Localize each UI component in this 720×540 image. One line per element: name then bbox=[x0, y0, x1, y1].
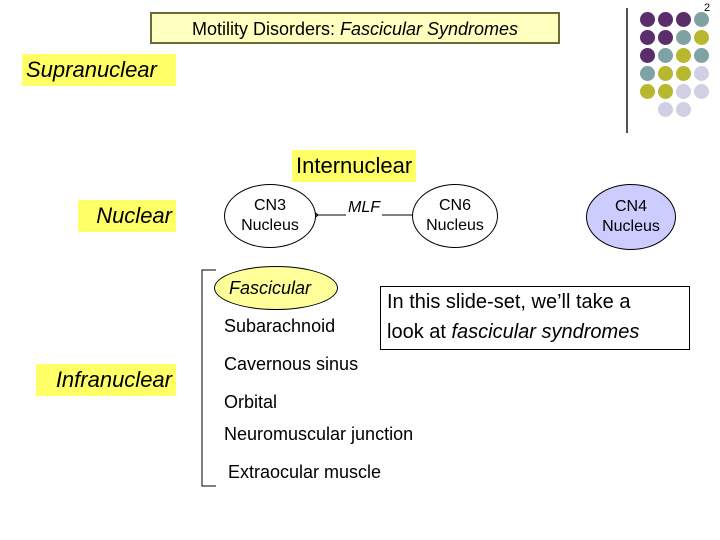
cn3-line1: CN3 bbox=[253, 197, 286, 214]
cn4-line2: Nucleus bbox=[602, 218, 660, 235]
dot-lavender bbox=[658, 102, 673, 117]
slide-title: Motility Disorders: Fascicular Syndromes bbox=[150, 12, 560, 44]
dot-purple bbox=[640, 12, 655, 27]
cn3-line2: Nucleus bbox=[241, 217, 299, 234]
infranuclear-bracket bbox=[201, 269, 216, 487]
subarachnoid-item: Subarachnoid bbox=[224, 316, 336, 336]
note-line2: look at fascicular syndromes bbox=[387, 317, 683, 347]
dot-olive bbox=[676, 66, 691, 81]
dot-purple bbox=[676, 12, 691, 27]
fascicular-oval: Fascicular bbox=[214, 266, 338, 310]
fascicular-label: Fascicular bbox=[229, 278, 312, 298]
cn4-line1: CN4 bbox=[614, 198, 647, 215]
dot-olive bbox=[694, 30, 709, 45]
nuclear-label: Nuclear bbox=[78, 200, 176, 232]
dot-lavender bbox=[676, 102, 691, 117]
note-line2-prefix: look at bbox=[387, 321, 452, 343]
dot-lavender bbox=[694, 84, 709, 99]
extraocular-muscle-item: Extraocular muscle bbox=[228, 462, 382, 482]
page-number: 2 bbox=[704, 2, 711, 14]
mlf-label: MLF bbox=[346, 199, 382, 217]
cn6-line2: Nucleus bbox=[426, 217, 484, 234]
note-line1: In this slide-set, we’ll take a bbox=[387, 291, 631, 313]
dot-lavender bbox=[694, 66, 709, 81]
dot-purple bbox=[640, 48, 655, 63]
neuromuscular-junction-item: Neuromuscular junction bbox=[224, 424, 414, 444]
title-italic: Fascicular Syndromes bbox=[339, 19, 519, 39]
dot-teal bbox=[676, 30, 691, 45]
title-main: Motility Disorders: bbox=[191, 19, 340, 39]
dot-teal bbox=[640, 66, 655, 81]
note-line2-italic: fascicular syndromes bbox=[451, 321, 640, 343]
infranuclear-label: Infranuclear bbox=[36, 364, 176, 396]
dot-olive bbox=[658, 66, 673, 81]
dot-olive bbox=[658, 84, 673, 99]
dot-teal bbox=[658, 48, 673, 63]
note-box: In this slide-set, we’ll take a look at … bbox=[380, 286, 690, 350]
dot-olive bbox=[676, 48, 691, 63]
cn6-line1: CN6 bbox=[438, 197, 471, 214]
supranuclear-label: Supranuclear bbox=[22, 54, 176, 86]
orbital-item: Orbital bbox=[224, 392, 278, 412]
cavernous-sinus-item: Cavernous sinus bbox=[224, 354, 359, 374]
decorative-dot-grid bbox=[618, 0, 720, 135]
dot-purple bbox=[640, 30, 655, 45]
dot-lavender bbox=[676, 84, 691, 99]
dot-purple bbox=[658, 12, 673, 27]
dot-teal bbox=[694, 48, 709, 63]
dot-olive bbox=[640, 84, 655, 99]
internuclear-label: Internuclear bbox=[292, 150, 417, 182]
dot-purple bbox=[658, 30, 673, 45]
divider-line bbox=[626, 8, 628, 133]
dot-teal bbox=[694, 12, 709, 27]
